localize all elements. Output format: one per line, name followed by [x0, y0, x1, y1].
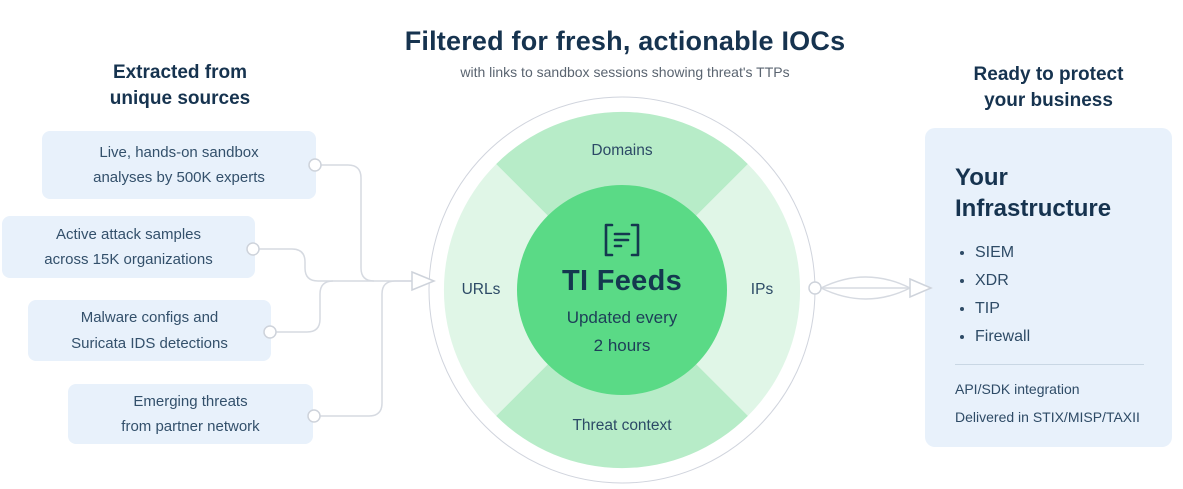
segment-label-urls: URLs	[461, 281, 501, 298]
infrastructure-list-item: SIEM	[975, 244, 1144, 262]
infrastructure-divider	[955, 364, 1144, 366]
sources-heading-line: unique sources	[109, 87, 251, 109]
destination-heading-line: your business	[984, 89, 1113, 111]
infrastructure-card: Your Infrastructure SIEM XDR TIP Firewal…	[925, 128, 1172, 447]
source-card-partner-network: Emerging threats from partner network	[68, 384, 313, 444]
destination-heading-line: Ready to protect	[973, 64, 1124, 85]
feed-lines-in-brackets-icon	[604, 224, 640, 257]
infrastructure-note: Delivered in STIX/MISP/TAXII	[955, 409, 1140, 426]
connector-branch-line	[321, 164, 375, 282]
infrastructure-list: SIEM XDR TIP Firewall	[975, 244, 1144, 346]
page-subtitle: with links to sandbox sessions showing t…	[460, 64, 790, 80]
infrastructure-list-item: Firewall	[975, 328, 1144, 346]
hub-subtitle-line: 2 hours	[593, 335, 651, 355]
infrastructure-note: API/SDK integration	[955, 381, 1080, 398]
source-card-text-line: Suricata IDS detections	[71, 334, 228, 352]
source-card-text-line: Active attack samples	[55, 225, 202, 243]
page-title: Filtered for fresh, actionable IOCs	[404, 26, 846, 56]
connector-output-curve	[820, 276, 911, 289]
source-card-text-line: analyses by 500K experts	[93, 169, 265, 186]
hub-subtitle: Updated every 2 hours	[567, 304, 678, 358]
source-card-text-line: across 15K organizations	[44, 251, 213, 268]
source-card-sandbox-analyses: Live, hands-on sandbox analyses by 500K …	[42, 131, 316, 199]
sources-heading-line: Extracted from	[112, 62, 248, 83]
hub-center-circle	[517, 185, 727, 395]
sources-heading: Extracted from unique sources	[60, 60, 300, 111]
source-card-text-line: Malware configs and	[80, 309, 219, 326]
connector-branch-line	[276, 280, 334, 333]
hub-title: TI Feeds	[561, 265, 683, 298]
infrastructure-list-item: XDR	[975, 272, 1144, 290]
source-card-attack-samples: Active attack samples across 15K organiz…	[2, 216, 255, 278]
segment-label-domains: Domains	[591, 142, 653, 159]
connector-branch-line	[320, 280, 412, 417]
connector-branch-line	[259, 248, 319, 282]
hub-circle-graphic	[428, 96, 816, 484]
source-card-text-line: Emerging threats	[133, 392, 248, 410]
connector-output-curve	[820, 287, 911, 300]
infrastructure-card-title: Your Infrastructure	[955, 164, 1112, 223]
segment-label-ips: IPs	[750, 281, 774, 298]
source-card-text-line: from partner network	[121, 418, 260, 435]
infrastructure-list-item: TIP	[975, 300, 1144, 318]
hub-subtitle-line: Updated every	[566, 308, 678, 328]
segment-label-threat-context: Threat context	[572, 417, 672, 434]
destination-heading: Ready to protect your business	[925, 62, 1172, 113]
source-card-malware-configs: Malware configs and Suricata IDS detecti…	[28, 300, 271, 361]
source-card-text-line: Live, hands-on sandbox	[99, 143, 259, 161]
hub-center-content: TI Feeds Updated every 2 hours	[517, 185, 727, 395]
